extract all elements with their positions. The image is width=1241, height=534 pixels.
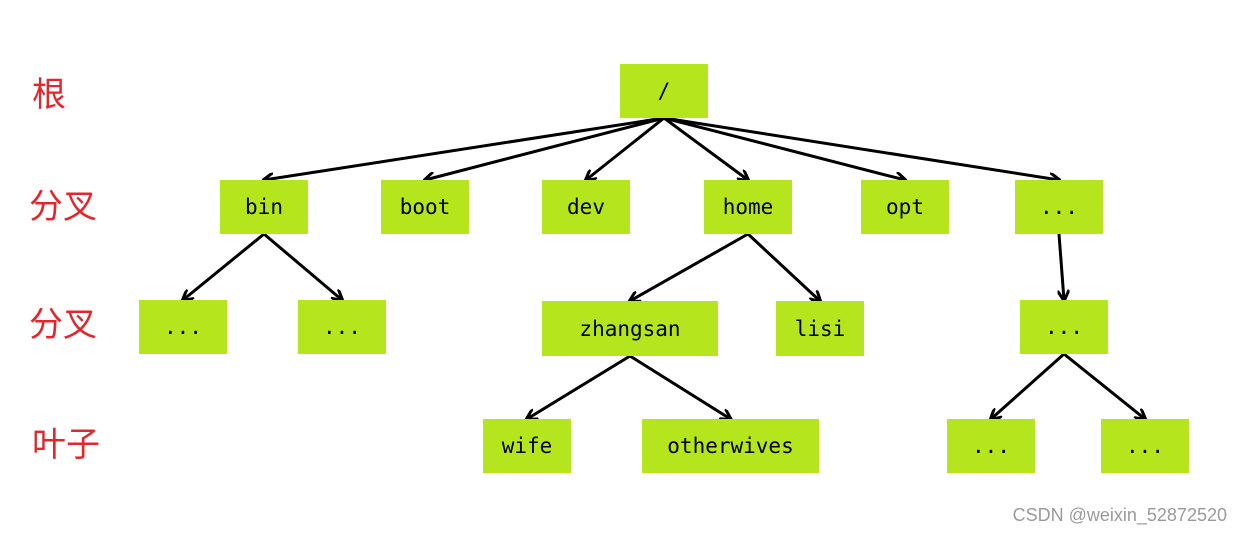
edge-zhangsan-to-otherwives xyxy=(629,354,731,419)
edge-root-to-opt xyxy=(663,116,905,180)
node-bin-child-2: ... xyxy=(298,300,386,354)
node-lisi: lisi xyxy=(776,301,864,356)
edge-more_mid-to-more_leaf_2 xyxy=(1063,352,1145,419)
node-otherwives: otherwives xyxy=(642,419,819,473)
node-bin: bin xyxy=(220,180,308,234)
node-more-mid: ... xyxy=(1020,300,1108,354)
level-label-branch-1: 分叉 xyxy=(29,187,97,227)
edge-bin-to-bin_child_1 xyxy=(183,232,265,300)
node-zhangsan: zhangsan xyxy=(542,301,718,356)
node-dev: dev xyxy=(542,180,630,234)
level-label-root: 根 xyxy=(32,75,66,115)
edge-home-to-zhangsan xyxy=(630,232,749,301)
node-opt: opt xyxy=(861,180,949,234)
node-boot: boot xyxy=(381,180,469,234)
edge-root-to-bin xyxy=(264,116,665,180)
node-bin-child-1: ... xyxy=(139,300,227,354)
edge-root-to-boot xyxy=(425,116,665,180)
node-home: home xyxy=(704,180,792,234)
level-label-branch-2: 分叉 xyxy=(29,305,97,345)
edge-bin-to-bin_child_2 xyxy=(263,232,342,300)
node-wife: wife xyxy=(483,419,571,473)
node-more-leaf-1: ... xyxy=(947,419,1035,473)
node-root: / xyxy=(620,64,708,118)
edge-more_mid-to-more_leaf_1 xyxy=(991,352,1065,419)
node-more-leaf-2: ... xyxy=(1101,419,1189,473)
level-label-leaf: 叶子 xyxy=(32,425,100,465)
edge-zhangsan-to-wife xyxy=(527,354,631,419)
watermark: CSDN @weixin_52872520 xyxy=(1012,505,1227,525)
edge-root-to-dev xyxy=(586,116,665,180)
edge-root-to-home xyxy=(663,116,748,180)
edge-home-to-lisi xyxy=(746,232,820,301)
edge-more_top-to-more_mid xyxy=(1059,233,1064,300)
edge-root-to-more_top xyxy=(663,116,1059,180)
node-more-top: ... xyxy=(1015,180,1103,234)
